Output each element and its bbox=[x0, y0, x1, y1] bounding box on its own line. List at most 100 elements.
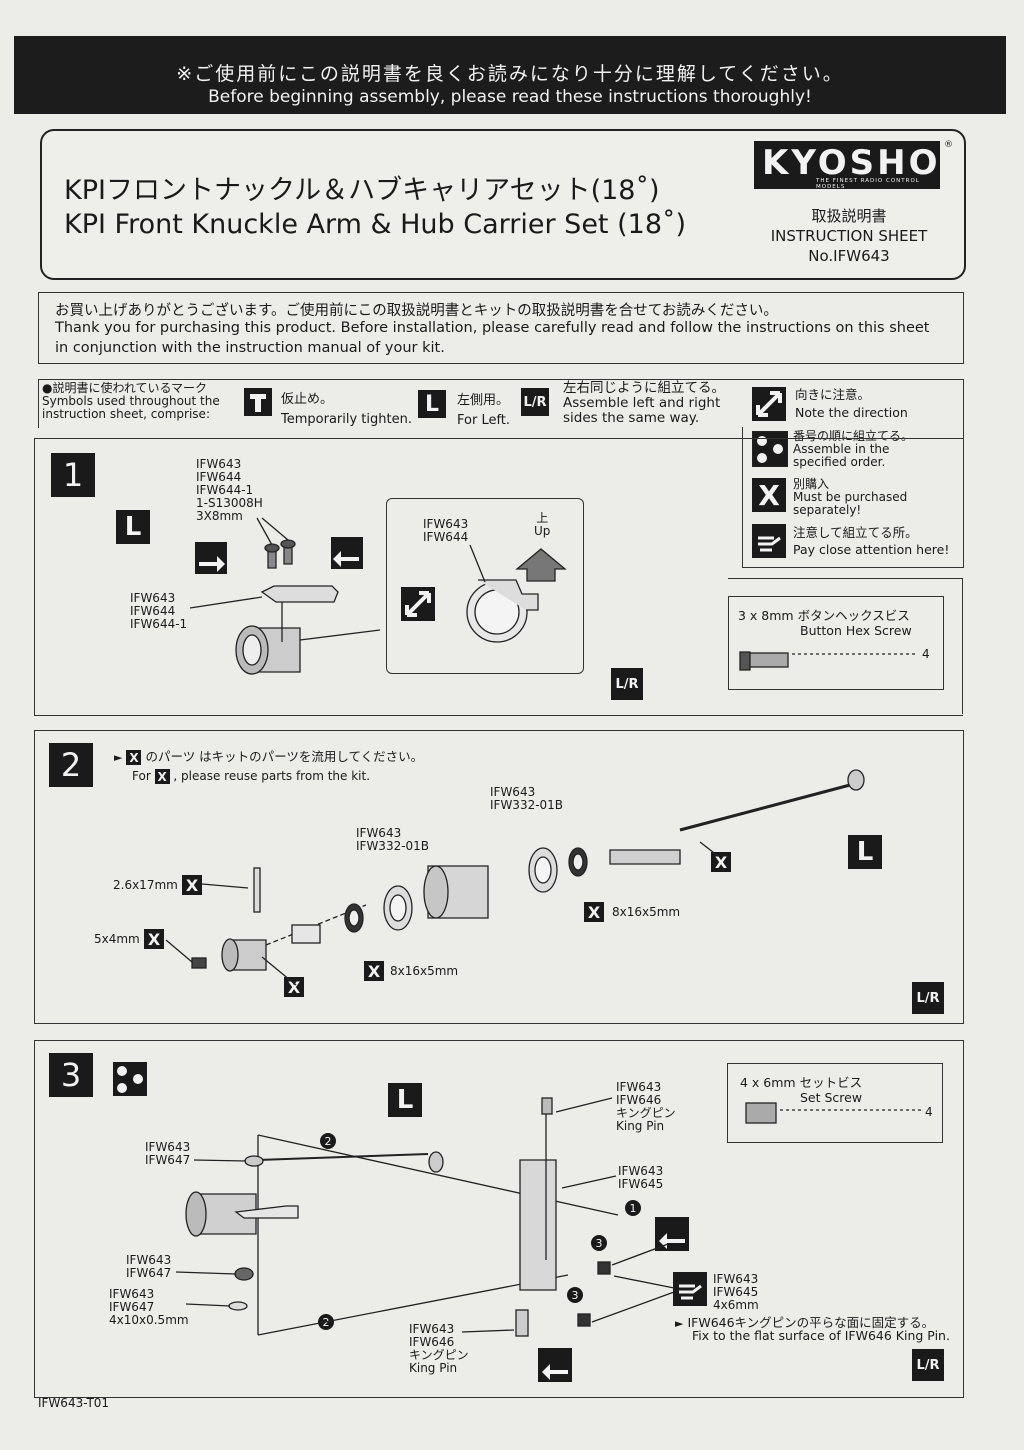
reuse-x-icon: X bbox=[126, 750, 142, 765]
screw-label-jp: 3 x 8mm ボタンヘックスビス bbox=[738, 608, 910, 623]
kyosho-logo: KYOSHO THE FINEST RADIO CONTROL MODELS bbox=[754, 141, 940, 190]
setscrew-label-jp: 4 x 6mm セットビス bbox=[740, 1075, 863, 1090]
screw-qty: 4 bbox=[922, 647, 930, 661]
part-label: IFW647 bbox=[126, 1266, 172, 1280]
step-2-note-en-a: For bbox=[132, 769, 151, 783]
legend-att: 注意して組立てる所。 Pay close attention here! bbox=[793, 524, 949, 558]
banner-en: Before beginning assembly, please read t… bbox=[208, 87, 812, 107]
legend-intro: ●説明書に使われているマーク Symbols used throughout t… bbox=[42, 382, 220, 421]
legend-buy-en2: separately! bbox=[793, 503, 862, 517]
sheet-number: No.IFW643 bbox=[808, 247, 890, 265]
logo-tagline: THE FINEST RADIO CONTROL MODELS bbox=[816, 178, 920, 190]
thanks-box: お買い上げありがとうございます。ご使用前にこの取扱説明書とキットの取扱説明書を合… bbox=[38, 292, 964, 364]
legend-order: 番号の順に組立てる。 Assemble in the specified ord… bbox=[793, 430, 913, 469]
ifw647-upper-label: IFW643 IFW647 bbox=[145, 1141, 190, 1167]
legend-dir-en: Note the direction bbox=[795, 405, 908, 420]
legend-intro-en1: Symbols used throughout the bbox=[42, 394, 220, 408]
step-3-note-en: Fix to the flat surface of IFW646 King P… bbox=[692, 1328, 950, 1343]
reuse-x-icon: X bbox=[154, 769, 170, 784]
order-marker-1: 1 bbox=[625, 1200, 641, 1216]
step-2-part-upper: IFW643 IFW332-01B bbox=[490, 786, 563, 812]
legend-dir-jp: 向きに注意。 bbox=[795, 387, 871, 402]
step-1-number: 1 bbox=[51, 453, 95, 497]
step-2-note-jp: のパーツ はキットのパーツを流用してください。 bbox=[145, 749, 424, 764]
part-label: キングピン bbox=[409, 1348, 469, 1362]
title-en: KPI Front Knuckle Arm & Hub Carrier Set … bbox=[64, 209, 687, 240]
left-right-icon: L/R bbox=[912, 1349, 944, 1381]
sheet-jp: 取扱説明書 bbox=[811, 207, 887, 225]
part-label: IFW643 bbox=[356, 826, 402, 840]
screw-label-en: Button Hex Screw bbox=[800, 623, 912, 638]
step-2-panel bbox=[34, 730, 964, 1024]
part-label: IFW646 bbox=[616, 1093, 662, 1107]
legend-lr-en2: sides the same way. bbox=[563, 410, 700, 426]
setscrew-label: IFW643 IFW645 4x6mm bbox=[713, 1273, 759, 1312]
step-1-screw-box bbox=[728, 596, 944, 690]
temp-tighten-icon bbox=[655, 1217, 689, 1251]
bearing-size-label: 8x16x5mm bbox=[390, 964, 459, 978]
part-label: 1-S13008H bbox=[196, 496, 263, 510]
kingpin-bottom-label: IFW643 IFW646 キングピン King Pin bbox=[409, 1323, 469, 1375]
legend-lr: 左右同じように組立てる。 Assemble left and right sid… bbox=[563, 381, 725, 426]
reuse-x-icon: X bbox=[144, 929, 164, 949]
order-marker-3: 3 bbox=[591, 1235, 607, 1251]
part-label: IFW647 bbox=[109, 1300, 155, 1314]
reuse-x-icon: X bbox=[711, 852, 731, 872]
step-3-note: ► IFW646キングピンの平らな面に固定する。 bbox=[675, 1312, 934, 1331]
sheet-en: INSTRUCTION SHEET bbox=[770, 227, 928, 245]
step-2-note-en: For X , please reuse parts from the kit. bbox=[132, 769, 370, 784]
part-label: IFW643 bbox=[618, 1164, 664, 1178]
legend-left: 左側用。 For Left. bbox=[457, 389, 510, 428]
part-label: IFW643 bbox=[145, 1140, 191, 1154]
part-label: IFW645 bbox=[618, 1177, 664, 1191]
temp-tighten-icon bbox=[244, 388, 272, 416]
part-label: IFW643 bbox=[713, 1272, 759, 1286]
part-label: IFW643 bbox=[130, 591, 176, 605]
legend-order-jp: 番号の順に組立てる。 bbox=[793, 429, 914, 443]
part-label: 4x10x0.5mm bbox=[109, 1313, 189, 1327]
step-3-note-jp: IFW646キングピンの平らな面に固定する。 bbox=[687, 1315, 935, 1330]
attention-hand-icon bbox=[752, 524, 786, 558]
arrow-right-icon: ► bbox=[114, 751, 123, 764]
step-3-panel bbox=[34, 1040, 964, 1398]
step-1-parts-b: IFW643 IFW644 IFW644-1 bbox=[130, 592, 187, 631]
temp-tighten-icon bbox=[538, 1348, 572, 1382]
temp-tighten-icon bbox=[195, 542, 227, 574]
legend-att-jp: 注意して組立てる所。 bbox=[793, 525, 918, 540]
setscrew-qty: 4 bbox=[925, 1105, 933, 1119]
temp-tighten-icon bbox=[331, 537, 363, 569]
step-2-note: ► X のパーツ はキットのパーツを流用してください。 bbox=[114, 746, 423, 765]
legend-box bbox=[38, 379, 964, 428]
part-label: King Pin bbox=[409, 1361, 458, 1375]
footer-code: IFW643-T01 bbox=[38, 1396, 110, 1410]
step-1-detail-parts: IFW643 IFW644 bbox=[423, 518, 468, 544]
part-label: IFW643 bbox=[196, 457, 242, 471]
up-jp: 上 bbox=[536, 511, 549, 525]
step-3-left-icon: L bbox=[388, 1083, 422, 1117]
part-label: IFW643 bbox=[109, 1287, 155, 1301]
part-label: IFW644 bbox=[130, 604, 176, 618]
part-label: IFW332-01B bbox=[356, 839, 430, 853]
left-right-icon: L/R bbox=[521, 388, 549, 416]
pin-size-label: 2.6x17mm bbox=[113, 878, 178, 892]
part-label: IFW643 bbox=[490, 785, 536, 799]
legend-lr-en1: Assemble left and right bbox=[563, 395, 721, 411]
registered-mark: ® bbox=[944, 140, 953, 150]
order-marker-3: 3 bbox=[567, 1287, 583, 1303]
order-icon bbox=[752, 431, 788, 467]
left-side-icon: L bbox=[418, 390, 446, 418]
step-1-panel bbox=[34, 438, 963, 716]
left-right-icon: L/R bbox=[912, 982, 944, 1014]
up-en: Up bbox=[534, 524, 551, 538]
bearing-size-label-2: 8x16x5mm bbox=[612, 905, 681, 919]
part-label: IFW645 bbox=[713, 1285, 759, 1299]
part-label: IFW644-1 bbox=[130, 617, 188, 631]
banner-jp: ※ご使用前にこの説明書を良くお読みになり十分に理解してください。 bbox=[176, 63, 844, 85]
part-label: 4x6mm bbox=[713, 1298, 759, 1312]
step-1-left-icon: L bbox=[116, 510, 150, 544]
thanks-jp: お買い上げありがとうございます。ご使用前にこの取扱説明書とキットの取扱説明書を合… bbox=[55, 303, 778, 319]
setscrew-label-en: Set Screw bbox=[800, 1090, 863, 1105]
legend-order-en1: Assemble in the bbox=[793, 442, 890, 456]
part-label: 3X8mm bbox=[196, 509, 243, 523]
legend-order-en2: specified order. bbox=[793, 455, 886, 469]
